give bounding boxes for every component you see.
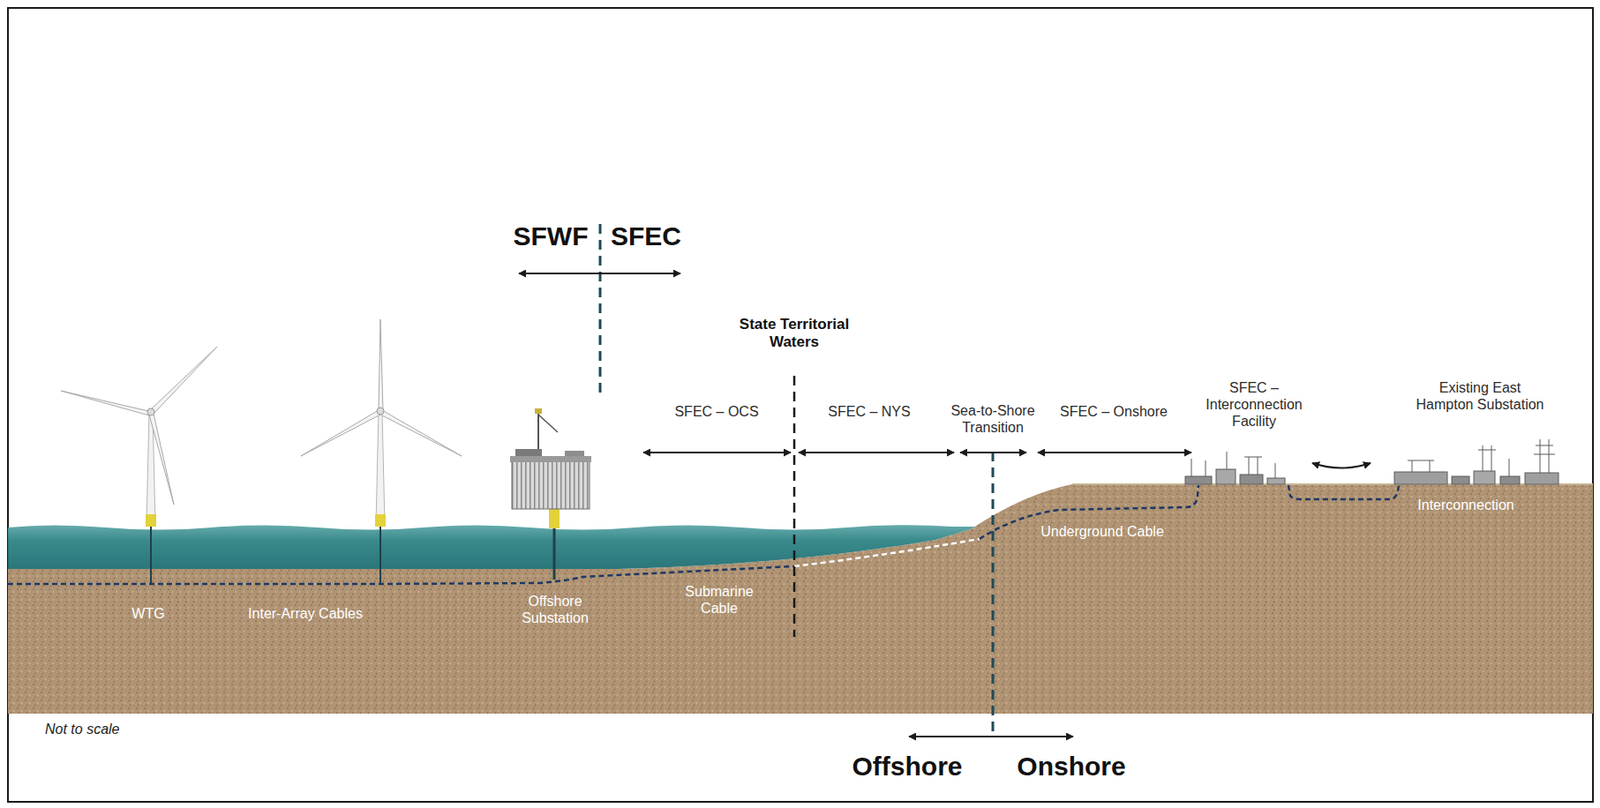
substation-pile [553,526,556,580]
offshore-onshore-boundary-line [991,451,995,735]
existing-substation [1394,439,1559,485]
zone-label: Onshore [1016,751,1126,782]
inter-array-and-submarine-cable [7,566,795,585]
segment-label: SFEC – OCS [674,403,759,421]
segment-label: Sea-to-Shore Transition [943,402,1043,436]
wind-turbine [60,346,218,527]
monopile [150,526,152,585]
component-label: WTG [131,605,165,623]
zone-label: Offshore [851,751,962,782]
frame [7,7,1593,803]
offshore-substation [510,408,592,529]
monopile [379,526,382,585]
landfall-cable [794,539,980,567]
state-waters-boundary-line [793,375,797,638]
scope-heading: SFWF [513,221,589,252]
facility-label: SFEC – Interconnection Facility [1199,379,1310,430]
segment-label: SFEC – NYS [827,403,910,421]
boundary-label: State Territorial Waters [723,315,865,352]
scope-heading: SFEC [610,221,682,252]
project-boundary-line [599,224,602,399]
wind-turbine [300,319,462,527]
underground-cable [979,485,1399,540]
scale-note: Not to scale [45,721,120,738]
segment-label: SFEC – Onshore [1059,403,1168,421]
seabed-ground [7,484,1593,714]
component-label: Interconnection [1417,496,1514,514]
component-label: Underground Cable [1040,523,1165,541]
component-label: Submarine Cable [678,583,760,617]
facility-label: Existing East Hampton Substation [1410,379,1550,414]
component-label: Offshore Substation [510,593,600,627]
interconnection-facility [1185,451,1285,485]
component-label: Inter-Array Cables [247,605,363,623]
extent-arrows [518,273,1371,737]
